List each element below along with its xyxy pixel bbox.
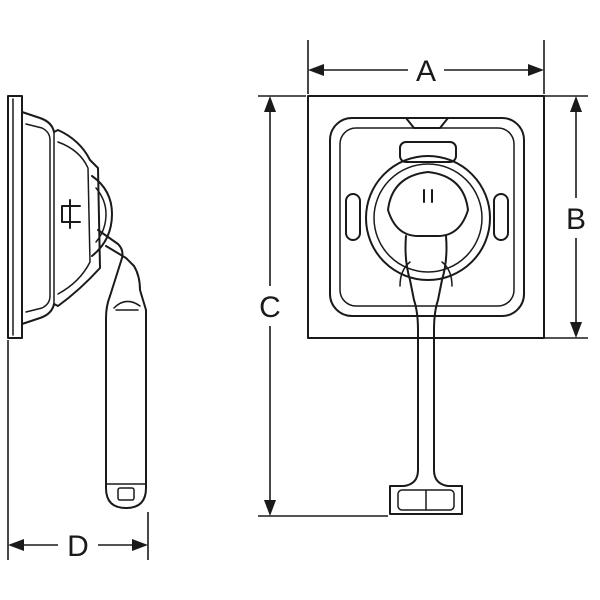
dimension-b-arrow-top <box>570 96 582 112</box>
dimension-c-arrow-bottom <box>264 500 276 516</box>
dimension-c-arrow-top <box>264 96 276 112</box>
dimension-a-label: A <box>416 55 436 88</box>
front-handle-shaft <box>389 235 463 515</box>
front-top-catch <box>399 141 457 163</box>
side-flange-body <box>21 111 101 325</box>
front-rotor-ring <box>365 155 491 281</box>
side-mounting-plate <box>7 95 23 339</box>
dimension-d: D <box>7 340 149 563</box>
dimension-c: C <box>258 95 388 517</box>
front-inner-hub <box>387 171 469 237</box>
dimension-d-label: D <box>67 530 89 563</box>
side-handle-lever <box>105 295 147 509</box>
dimension-c-label: C <box>259 291 281 324</box>
dimension-a-arrow-left <box>308 64 324 76</box>
dimension-a-arrow-right <box>528 64 544 76</box>
front-left-clip <box>345 193 361 241</box>
dimension-b: B <box>544 95 588 339</box>
dimension-b-label: B <box>566 203 586 236</box>
front-retaining-frame <box>329 117 525 317</box>
dimension-d-arrow-right <box>132 539 148 551</box>
side-rotor <box>91 175 113 257</box>
front-right-clip <box>493 193 509 241</box>
dimension-d-arrow-left <box>8 539 24 551</box>
side-handle-arm <box>97 229 147 311</box>
dimension-a: A <box>307 40 545 94</box>
front-mounting-plate <box>307 95 545 339</box>
dimension-b-arrow-bottom <box>570 322 582 338</box>
side-view <box>7 95 147 509</box>
front-view <box>307 95 545 515</box>
